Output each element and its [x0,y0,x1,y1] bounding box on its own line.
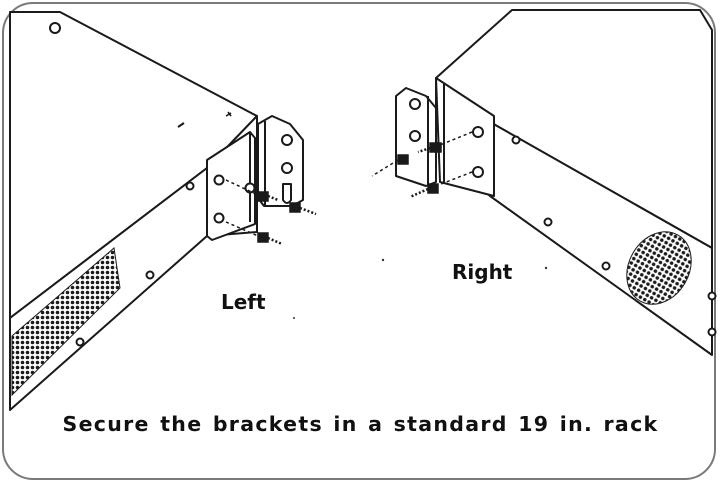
left-bracket-label: Left [221,290,266,314]
left-bracket [206,115,304,241]
right-bracket-label: Right [452,260,513,284]
left-screws [225,179,317,246]
left-vent-grille [11,247,121,397]
right-vent-grille [626,231,692,305]
instruction-caption: Secure the brackets in a standard 19 in.… [62,412,659,436]
right-screws [371,131,473,199]
diagram-border [2,2,716,480]
